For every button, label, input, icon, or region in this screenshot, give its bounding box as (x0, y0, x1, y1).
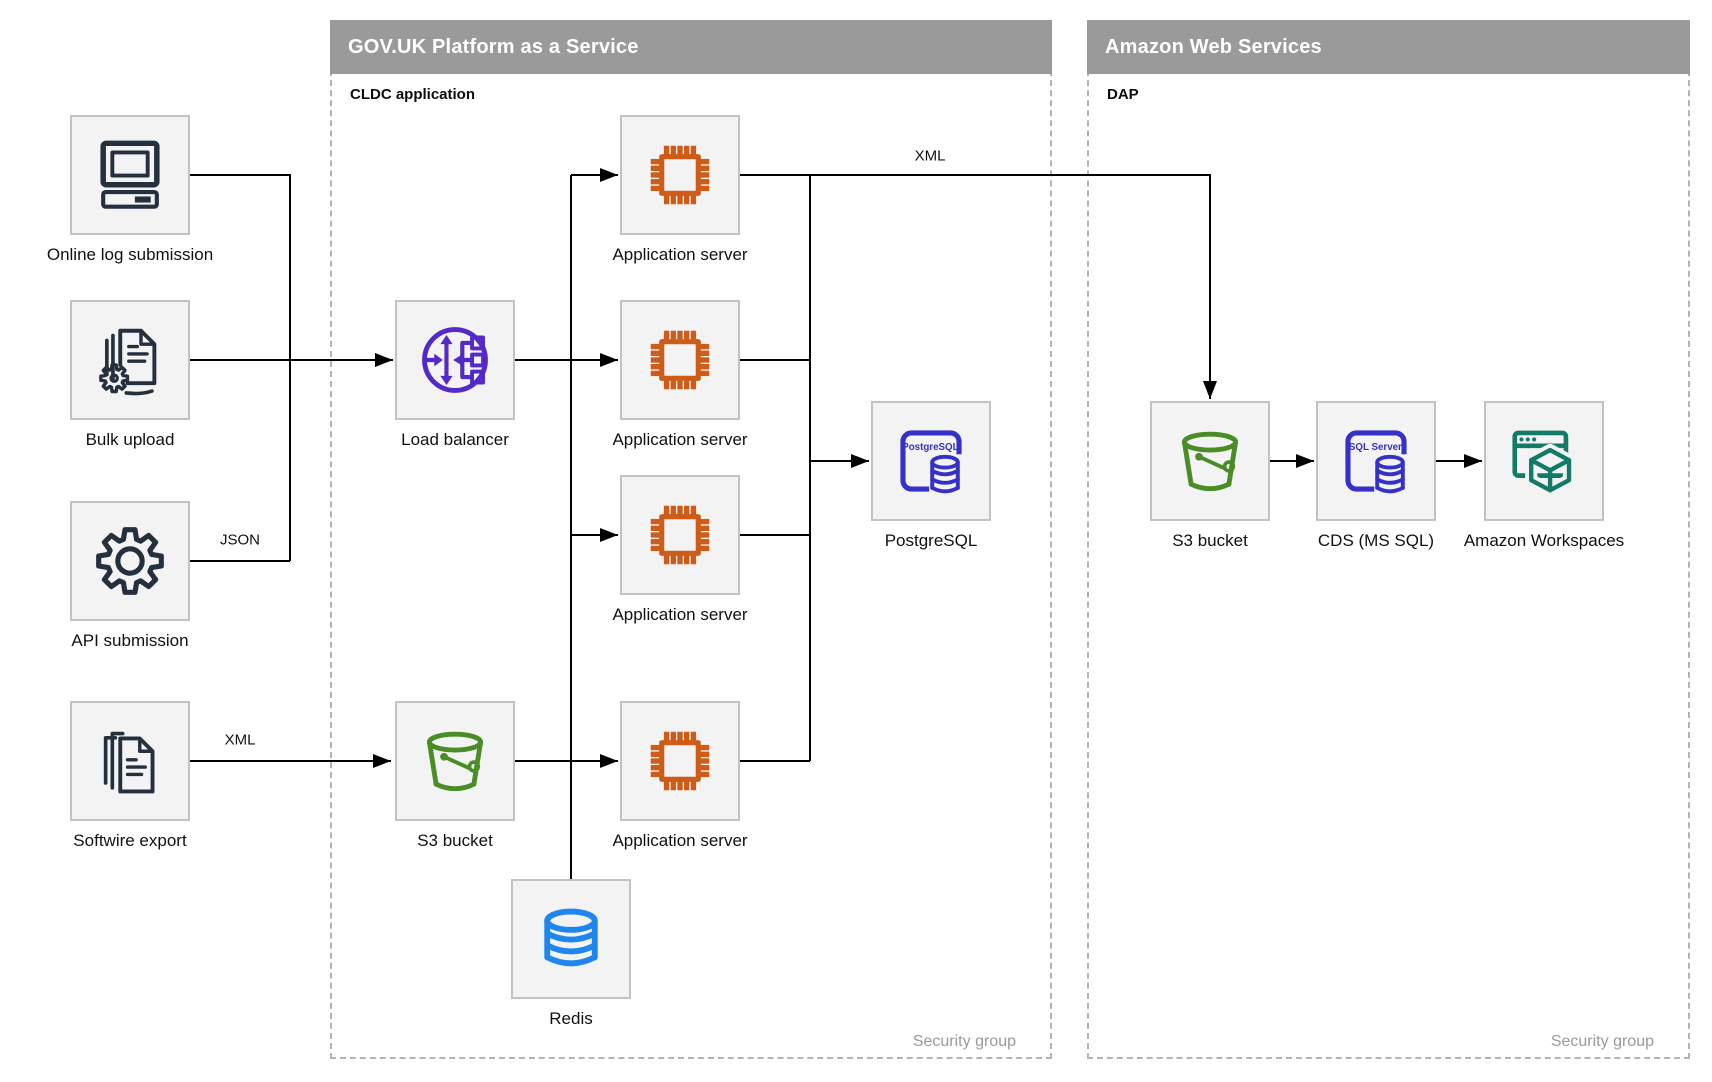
node-label-load-balancer: Load balancer (401, 430, 509, 449)
node-softwire-export (70, 701, 190, 821)
node-label-cds-ms-sql: CDS (MS SQL) (1317, 531, 1435, 550)
doc-gear-icon (99, 328, 157, 396)
chip-icon (650, 731, 710, 791)
node-s3-bucket-paas (395, 701, 515, 821)
db-badge-icon: SQL Server (1345, 430, 1408, 496)
node-label-s3-bucket-dap: S3 bucket (1172, 531, 1248, 550)
gear-icon (96, 527, 164, 595)
group-govuk-sublabel: CLDC application (350, 86, 476, 103)
edge-label-app1-xml-to-dap-s3: XML (914, 147, 946, 165)
group-aws-title: Amazon Web Services (1105, 35, 1322, 58)
node-api-submission (70, 501, 190, 621)
node-app-server-3 (620, 475, 740, 595)
node-cds-ms-sql: SQL Server (1316, 401, 1436, 521)
edge-app1-xml-to-dap-s3 (740, 174, 1217, 399)
group-govuk-title: GOV.UK Platform as a Service (348, 35, 639, 58)
node-label-amazon-workspaces: Amazon Workspaces (1463, 531, 1625, 550)
bucket-icon (426, 731, 484, 792)
node-amazon-workspaces (1484, 401, 1604, 521)
node-label-s3-bucket-paas: S3 bucket (417, 831, 493, 850)
group-aws-header: Amazon Web Services (1087, 20, 1690, 74)
node-app-server-4 (620, 701, 740, 821)
db-badge-icon: PostgreSQL (900, 430, 963, 496)
node-online-log-submission (70, 115, 190, 235)
svg-text:SQL Server: SQL Server (1349, 442, 1402, 453)
node-bulk-upload (70, 300, 190, 420)
node-label-api-submission: API submission (71, 631, 189, 650)
node-app-server-2 (620, 300, 740, 420)
govuk-security-group-label: Security group (912, 1033, 1016, 1050)
node-postgresql: PostgreSQL (871, 401, 991, 521)
edge-online-log-to-junction (190, 174, 291, 561)
node-label-softwire-export: Softwire export (73, 831, 187, 850)
node-label-app-server-2: Application server (612, 430, 748, 449)
node-label-app-server-3: Application server (612, 605, 748, 624)
node-app-server-1 (620, 115, 740, 235)
chip-icon (650, 330, 710, 390)
elb-icon (422, 327, 488, 393)
edge-label-softwire-to-s3: XML (224, 731, 256, 749)
node-label-app-server-4: Application server (612, 831, 748, 850)
computer-icon (100, 140, 160, 209)
group-amazon-web-services: Amazon Web Services DAP Security group (1087, 20, 1690, 1059)
node-redis (511, 879, 631, 999)
node-label-redis: Redis (549, 1009, 593, 1028)
edge-label-api-submission-out: JSON (219, 531, 261, 549)
node-label-online-log-submission: Online log submission (46, 245, 214, 264)
svg-text:PostgreSQL: PostgreSQL (902, 442, 958, 453)
node-label-app-server-1: Application server (612, 245, 748, 264)
node-load-balancer (395, 300, 515, 420)
chip-icon (650, 145, 710, 205)
aws-security-group-label: Security group (1550, 1033, 1654, 1050)
group-govuk-paas: GOV.UK Platform as a Service CLDC applic… (330, 20, 1052, 1059)
chip-icon (650, 505, 710, 565)
docs-stack-icon (103, 731, 155, 794)
workspaces-icon (1512, 430, 1576, 497)
group-govuk-header: GOV.UK Platform as a Service (330, 20, 1052, 74)
bucket-icon (1181, 431, 1239, 492)
cylinder-icon (544, 908, 598, 967)
group-aws-sublabel: DAP (1107, 86, 1139, 103)
node-label-postgresql: PostgreSQL (884, 531, 978, 550)
node-s3-bucket-dap (1150, 401, 1270, 521)
node-label-bulk-upload: Bulk upload (85, 430, 175, 449)
